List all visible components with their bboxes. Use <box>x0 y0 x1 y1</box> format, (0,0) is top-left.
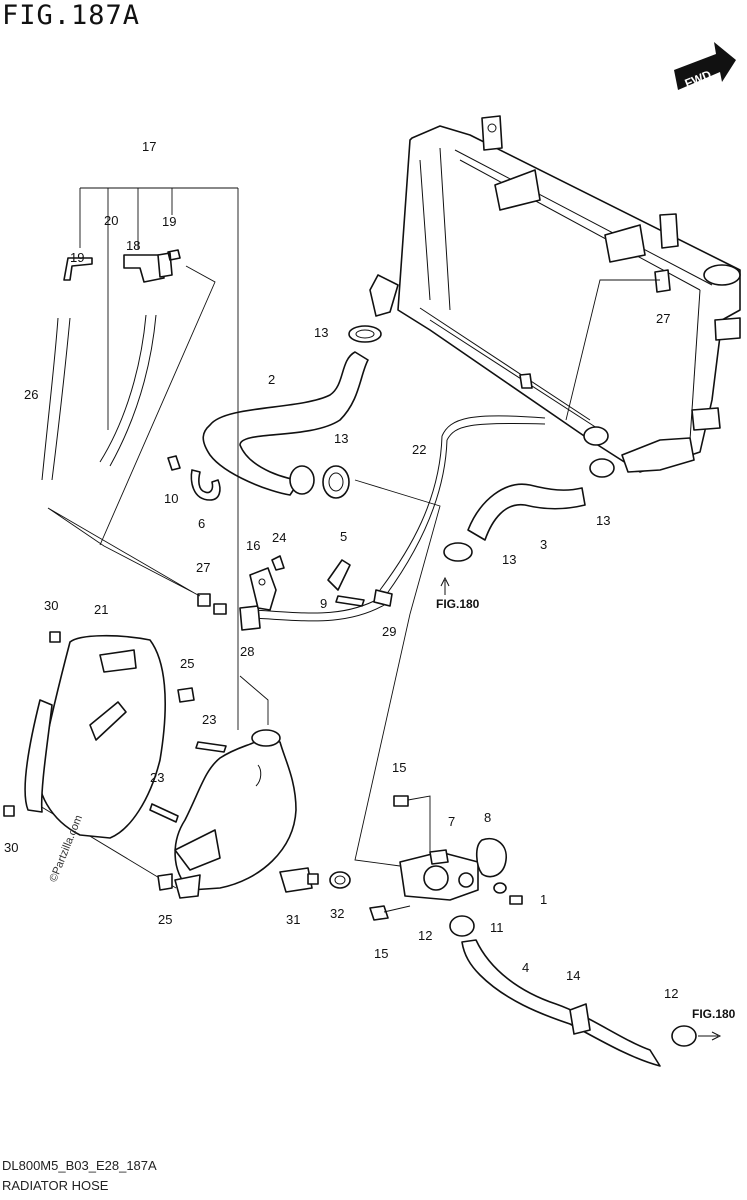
ref-fig-180-a[interactable]: FIG.180 <box>436 597 480 611</box>
callout-18: 18 <box>126 238 140 253</box>
callout-8: 8 <box>484 810 491 825</box>
radiator <box>369 115 741 473</box>
callout-1: 1 <box>540 892 547 907</box>
callout-27: 27 <box>196 560 210 575</box>
fitting-19a <box>63 257 93 281</box>
callout-16: 16 <box>246 538 260 553</box>
callout-15: 15 <box>392 760 406 775</box>
hose-22 <box>441 415 546 441</box>
callout-24: 24 <box>272 530 286 545</box>
callout-30: 30 <box>44 598 58 613</box>
ref-fig-180-b[interactable]: FIG.180 <box>692 1007 736 1021</box>
figure-title: FIG.187A <box>2 0 141 31</box>
callout-19: 19 <box>162 214 176 229</box>
hose-2 <box>202 351 369 496</box>
callout-13: 13 <box>314 325 328 340</box>
footer-code: DL800M5_B03_E28_187A <box>2 1158 157 1173</box>
callout-30: 30 <box>4 840 18 855</box>
callout-15: 15 <box>374 946 388 961</box>
callout-13: 13 <box>502 552 516 567</box>
hose-26 <box>41 317 71 481</box>
callout-4: 4 <box>522 960 529 975</box>
clamp-14 <box>569 1003 591 1035</box>
clamp-12b <box>671 1025 697 1047</box>
clamp-13a <box>348 325 382 343</box>
footer-name: RADIATOR HOSE <box>2 1178 109 1193</box>
callout-27: 27 <box>656 311 670 326</box>
fwd-arrow-icon: FWD <box>674 42 736 91</box>
callout-23: 23 <box>202 712 216 727</box>
clamp-13d <box>443 542 473 562</box>
callout-2: 2 <box>268 372 275 387</box>
callout-32: 32 <box>330 906 344 921</box>
callout-28: 28 <box>240 644 254 659</box>
callout-17: 17 <box>142 139 156 154</box>
clamp-13b <box>322 465 350 499</box>
callout-21: 21 <box>94 602 108 617</box>
callout-25: 25 <box>158 912 172 927</box>
callout-7: 7 <box>448 814 455 829</box>
hose-3 <box>467 483 586 541</box>
callout-11: 11 <box>490 920 504 935</box>
callout-25: 25 <box>180 656 194 671</box>
callout-19: 19 <box>70 250 84 265</box>
callout-10: 10 <box>164 491 178 506</box>
callout-12: 12 <box>418 928 432 943</box>
sensor-31 <box>279 867 313 893</box>
hose-20 <box>99 314 157 467</box>
hose-4 <box>461 939 661 1067</box>
callout-13: 13 <box>596 513 610 528</box>
callout-6: 6 <box>198 516 205 531</box>
clamp-13c <box>589 458 615 478</box>
callout-12: 12 <box>664 986 678 1001</box>
callout-3: 3 <box>540 537 547 552</box>
callout-9: 9 <box>320 596 327 611</box>
clamp-6 <box>190 469 221 501</box>
gasket-8 <box>475 838 507 878</box>
fitting-19b <box>157 249 181 278</box>
callout-20: 20 <box>104 213 118 228</box>
callout-31: 31 <box>286 912 300 927</box>
callout-26: 26 <box>24 387 38 402</box>
callout-14: 14 <box>566 968 580 983</box>
callout-23: 23 <box>150 770 164 785</box>
washer-32 <box>329 871 351 889</box>
callout-5: 5 <box>340 529 347 544</box>
callout-22: 22 <box>412 442 426 457</box>
callout-13: 13 <box>334 431 348 446</box>
callout-29: 29 <box>382 624 396 639</box>
